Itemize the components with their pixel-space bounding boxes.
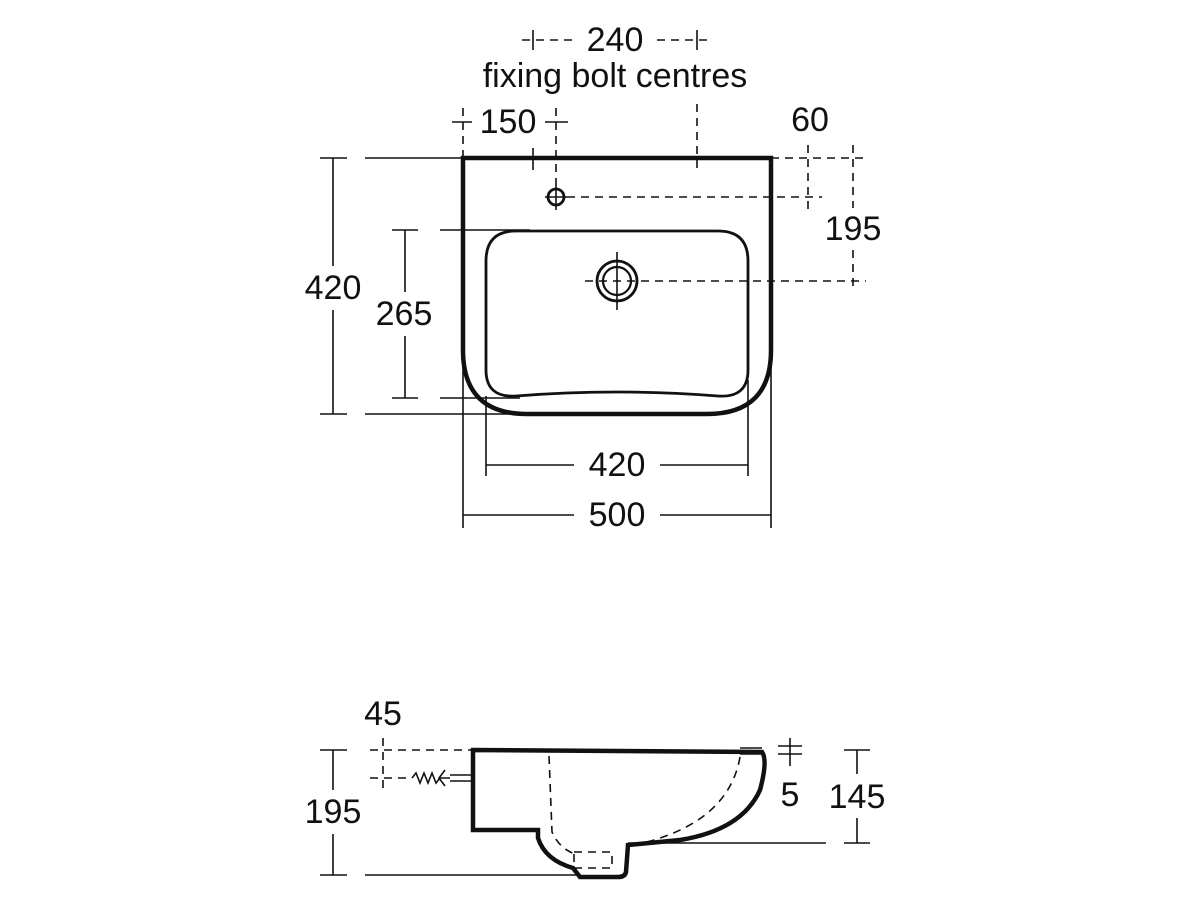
bowl-height-label: 145 <box>829 778 886 816</box>
tap-hole <box>545 186 567 210</box>
bolt-height-label: 45 <box>364 695 402 733</box>
basin-outline <box>460 155 774 417</box>
dimension-waste-from-back: 195 <box>585 145 881 292</box>
overall-width-label: 500 <box>589 496 646 534</box>
plan-view: 240 fixing bolt centres 150 60 195 <box>305 21 882 534</box>
dimension-bolt-height: 45 <box>364 695 473 792</box>
dimension-bowl-depth: 265 <box>376 229 530 399</box>
bowl-width-label: 420 <box>589 446 646 484</box>
fixing-bolt-icon <box>411 769 473 787</box>
overall-depth-label: 420 <box>305 269 362 307</box>
dimension-overall-depth: 420 <box>305 157 527 415</box>
tap-offset-label: 150 <box>480 103 537 141</box>
overall-height-label: 195 <box>305 793 362 831</box>
dimension-bowl-width: 420 <box>485 380 749 484</box>
tap-from-back-label: 60 <box>791 101 829 139</box>
bowl-inner-dashed-right <box>629 756 741 847</box>
dimension-tap-from-back: 60 <box>567 101 866 210</box>
dimension-tap-offset: 150 <box>452 103 568 186</box>
basin-side-outline <box>470 747 767 880</box>
dimension-overall-height: 195 <box>305 749 580 876</box>
dimension-overall-width: 500 <box>462 350 772 534</box>
rim-thickness-label: 5 <box>781 776 800 814</box>
fixing-bolt-distance-label: 240 <box>587 21 644 59</box>
bowl-depth-label: 265 <box>376 295 433 333</box>
dimension-bowl-height: 145 <box>628 749 886 844</box>
fixing-bolt-caption: fixing bolt centres <box>483 57 748 95</box>
side-view: 45 195 5 145 <box>305 695 886 880</box>
bowl-inner-dashed <box>548 755 579 856</box>
waste-from-back-label: 195 <box>825 210 882 248</box>
dimension-fixing-bolt: 240 fixing bolt centres <box>483 21 748 172</box>
dimension-rim-thickness: 5 <box>740 738 802 814</box>
bowl-outline <box>484 229 750 398</box>
waste-dashed <box>573 851 613 869</box>
